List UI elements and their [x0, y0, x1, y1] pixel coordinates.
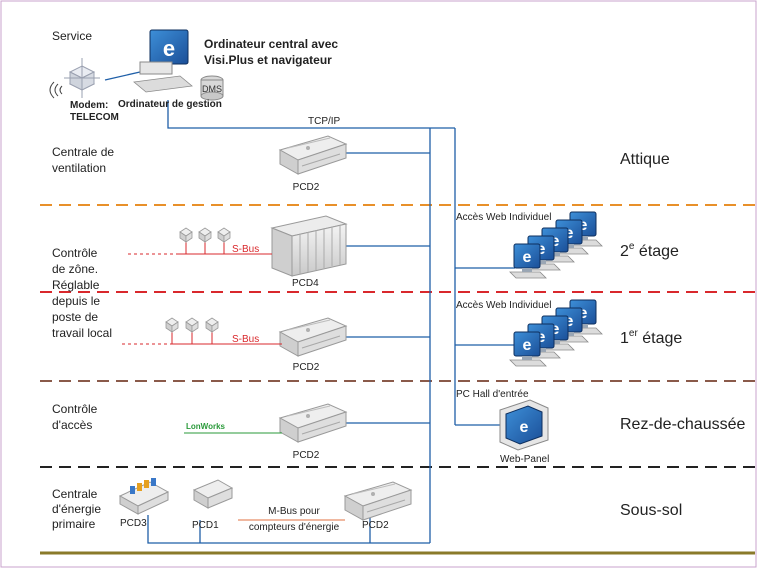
pcd2-ground-label: PCD2 [293, 450, 320, 461]
pcd2-attic-label: PCD2 [293, 182, 320, 193]
mbus-line2: compteurs d'énergie [249, 522, 340, 533]
floor2-label: 2e étage [620, 241, 679, 260]
floor1-number: 1 [620, 330, 629, 347]
pcd2-floor1-label: PCD2 [293, 362, 320, 373]
tcpip-label: TCP/IP [308, 116, 341, 127]
pcd4-controller-icon [270, 215, 348, 277]
sbus-floor1-label: S-Bus [232, 334, 259, 345]
pcd3-label: PCD3 [120, 518, 147, 529]
pcd2-ground-controller-icon [279, 403, 347, 443]
zone-control-line: de zône. [52, 262, 98, 276]
mbus-line1: M-Bus pour [268, 506, 320, 517]
floor-basement-label: Sous-sol [620, 502, 682, 519]
sbus-node-icon [179, 227, 193, 243]
central-computer-line1: Ordinateur central avec [204, 37, 338, 51]
sbus-node-icon [165, 317, 179, 333]
pcd3-controller-icon [118, 478, 170, 515]
floor1-label: 1er étage [620, 328, 682, 347]
web-panel-label: Web-Panel [500, 454, 549, 465]
pcd2-attic-controller-icon [279, 135, 347, 175]
svg-text:e: e [163, 36, 175, 61]
zone-control-line: Réglable [52, 278, 100, 292]
sbus-node-icon [198, 227, 212, 243]
tcpip-network [104, 71, 515, 544]
central-computer-line2: Visi.Plus et navigateur [204, 53, 332, 67]
management-computer-label: Ordinateur de gestion [118, 99, 222, 110]
access-control-line1: Contrôle [52, 402, 98, 416]
energy-line3: primaire [52, 517, 96, 531]
pcd4-label: PCD4 [292, 278, 319, 289]
energy-line2: d'énergie [52, 502, 101, 516]
zone-control-line: depuis le [52, 294, 100, 308]
modem-line1: Modem: [70, 100, 108, 111]
zone-control-line: poste de [52, 310, 98, 324]
web-access-floor1-label: Accès Web Individuel [456, 300, 551, 311]
modem-icon [64, 58, 100, 98]
service-label: Service [52, 29, 92, 43]
web-panel-icon: e [499, 399, 549, 451]
floor-ground-label: Rez-de-chaussée [620, 416, 746, 433]
pcd2-basement-label: PCD2 [362, 520, 389, 531]
floor1-superscript: er [629, 328, 639, 339]
energy-line1: Centrale [52, 487, 98, 501]
pc-hall-label: PC Hall d'entrée [456, 389, 529, 400]
modem-line2: TELECOM [70, 112, 119, 123]
sbus-node-icon [185, 317, 199, 333]
zone-control-line: Contrôle [52, 246, 98, 260]
pcd2-basement-controller-icon [344, 481, 412, 521]
svg-text:e: e [520, 419, 529, 436]
floor2-number: 2 [620, 243, 629, 260]
pcd2-floor1-controller-icon [279, 317, 347, 357]
sbus-node-icon [205, 317, 219, 333]
dms-label: DMS [202, 84, 222, 94]
floor-attic-label: Attique [620, 151, 670, 168]
sbus-floor2-label: S-Bus [232, 244, 259, 255]
floor2-word: étage [634, 243, 679, 260]
zone-control-line: travail local [52, 326, 112, 340]
sbus-node-icon [217, 227, 231, 243]
pcd1-label: PCD1 [192, 520, 219, 531]
floor2-superscript: e [629, 241, 635, 252]
floor1-word: étage [638, 330, 683, 347]
web-access-floor2-label: Accès Web Individuel [456, 212, 551, 223]
signal-waves-icon [49, 81, 63, 99]
dms-database-icon: DMS [200, 75, 224, 101]
lonworks-label: LonWorks [186, 422, 226, 431]
ventilation-line2: ventilation [52, 161, 106, 175]
access-control-line2: d'accès [52, 418, 92, 432]
ventilation-line1: Centrale de [52, 145, 114, 159]
pcd1-controller-icon [192, 479, 234, 509]
central-computer-icon: e [133, 29, 193, 93]
zone-control-label: Contrôle de zône. Réglable depuis le pos… [52, 246, 112, 340]
